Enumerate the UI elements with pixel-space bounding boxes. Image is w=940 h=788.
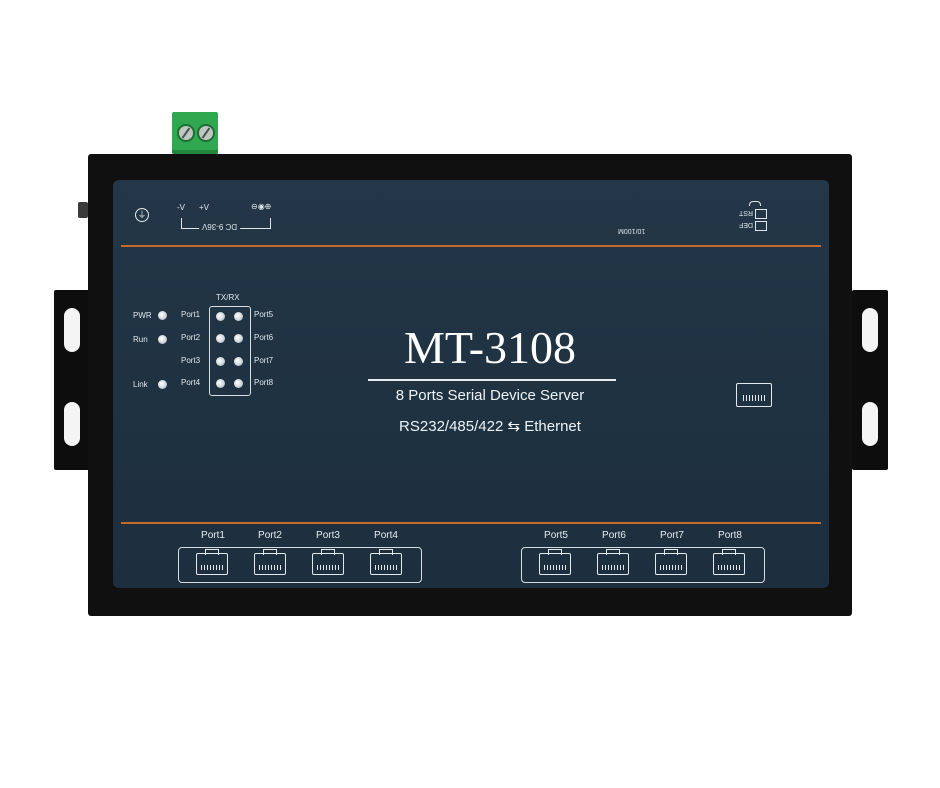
protocol-line: RS232/485/422 ⇆ Ethernet bbox=[300, 417, 680, 435]
title-underline bbox=[368, 379, 616, 381]
led-label-port8: Port8 bbox=[254, 378, 274, 387]
port2-led bbox=[216, 334, 225, 343]
terminal-screw-icon bbox=[177, 124, 195, 142]
right-mounting-bracket bbox=[852, 290, 888, 470]
antenna-icon bbox=[749, 201, 761, 206]
led-label-port5: Port5 bbox=[254, 310, 274, 319]
status-label-link: Link bbox=[133, 380, 148, 389]
port8-led bbox=[234, 379, 243, 388]
conversion-arrow-icon: ⇆ bbox=[507, 418, 521, 435]
port-label-4: Port4 bbox=[374, 530, 398, 541]
dc-jack-icon: ⊖◉⊕ bbox=[251, 202, 272, 211]
mounting-slot bbox=[64, 402, 80, 446]
port-label-3: Port3 bbox=[316, 530, 340, 541]
port-label-5: Port5 bbox=[544, 530, 568, 541]
pwr-led bbox=[158, 311, 167, 320]
power-plus-label: +V bbox=[199, 203, 210, 212]
port4-led bbox=[216, 379, 225, 388]
port1-led bbox=[216, 312, 225, 321]
serial-port-7[interactable] bbox=[655, 549, 687, 575]
led-label-port3: Port3 bbox=[181, 356, 201, 365]
protocol-right: Ethernet bbox=[524, 418, 581, 435]
status-label-run: Run bbox=[133, 335, 148, 344]
ground-screw bbox=[78, 202, 88, 218]
status-label-pwr: PWR bbox=[133, 311, 152, 320]
mounting-slot bbox=[64, 308, 80, 352]
ground-icon: ⏚ bbox=[135, 208, 149, 222]
power-voltage-label: DC 9-36V bbox=[199, 222, 241, 231]
led-label-port4: Port4 bbox=[181, 378, 201, 387]
front-panel: ⏚ -V +V ⊖◉⊕ DC 9-36V 10/100M RST DEF PWR… bbox=[113, 180, 829, 588]
port-label-6: Port6 bbox=[602, 530, 626, 541]
txrx-header: TX/RX bbox=[216, 293, 240, 302]
port-label-7: Port7 bbox=[660, 530, 684, 541]
def-button-label: DEF bbox=[739, 221, 753, 228]
port6-led bbox=[234, 334, 243, 343]
protocol-left: RS232/485/422 bbox=[399, 418, 504, 435]
port-label-8: Port8 bbox=[718, 530, 742, 541]
terminal-screw-icon bbox=[197, 124, 215, 142]
port3-led bbox=[216, 357, 225, 366]
run-led bbox=[158, 335, 167, 344]
mounting-slot bbox=[862, 308, 878, 352]
led-label-port2: Port2 bbox=[181, 333, 201, 342]
ethernet-port[interactable] bbox=[736, 383, 772, 407]
port-label-2: Port2 bbox=[258, 530, 282, 541]
left-mounting-bracket bbox=[54, 290, 90, 470]
led-label-port1: Port1 bbox=[181, 310, 201, 319]
serial-port-3[interactable] bbox=[312, 549, 344, 575]
port7-led bbox=[234, 357, 243, 366]
serial-port-4[interactable] bbox=[370, 549, 402, 575]
top-accent-stripe bbox=[121, 245, 821, 247]
serial-port-group-1-4 bbox=[178, 547, 422, 583]
port5-led bbox=[234, 312, 243, 321]
serial-port-2[interactable] bbox=[254, 549, 286, 575]
serial-port-5[interactable] bbox=[539, 549, 571, 575]
txrx-led-box bbox=[209, 306, 251, 396]
mounting-slot bbox=[862, 402, 878, 446]
led-label-port7: Port7 bbox=[254, 356, 274, 365]
power-terminal-block bbox=[172, 112, 218, 154]
device-subtitle: 8 Ports Serial Device Server bbox=[395, 387, 585, 404]
serial-port-8[interactable] bbox=[713, 549, 745, 575]
def-button[interactable] bbox=[755, 221, 767, 231]
port-label-1: Port1 bbox=[201, 530, 225, 541]
model-title: MT-3108 bbox=[403, 322, 577, 373]
ethernet-speed-label: 10/100M bbox=[618, 227, 646, 234]
serial-port-1[interactable] bbox=[196, 549, 228, 575]
serial-port-6[interactable] bbox=[597, 549, 629, 575]
power-minus-label: -V bbox=[177, 203, 185, 212]
link-led bbox=[158, 380, 167, 389]
led-label-port6: Port6 bbox=[254, 333, 274, 342]
reset-button[interactable] bbox=[755, 209, 767, 219]
bottom-accent-stripe bbox=[121, 522, 821, 524]
reset-button-label: RST bbox=[739, 209, 753, 216]
serial-port-group-5-8 bbox=[521, 547, 765, 583]
